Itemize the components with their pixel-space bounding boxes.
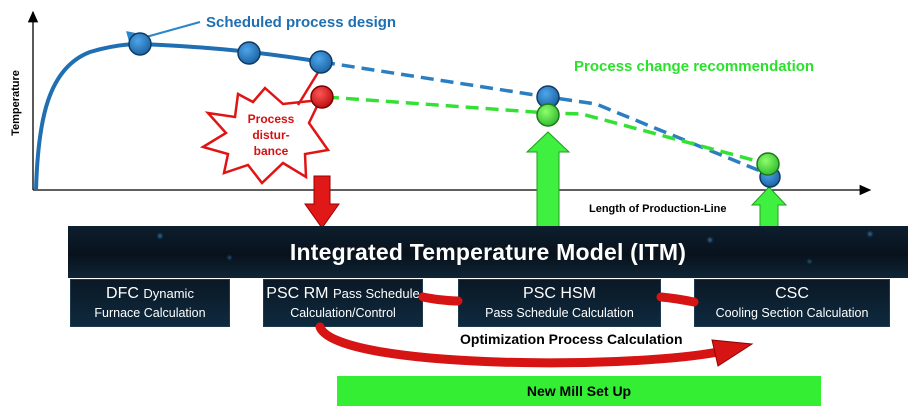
scheduled-pointer [126, 20, 201, 53]
module-dfc-inline: Dynamic [143, 286, 194, 301]
module-psc-hsm-desc: Pass Schedule Calculation [485, 306, 634, 320]
itm-title: Integrated Temperature Model (ITM) [289, 239, 687, 265]
temperature-chart: Temperature Length of Production-Line Sc… [10, 10, 872, 230]
module-dfc-desc: Furnace Calculation [94, 306, 206, 320]
module-psc-hsm-code: PSC HSM [523, 285, 596, 302]
disturbance-label-2: distur- [252, 128, 289, 142]
module-psc-hsm: PSC HSM Pass Schedule Calculation [458, 279, 661, 327]
csc-up-arrow [750, 186, 788, 230]
recommendation-label: Process change recommendation [574, 58, 814, 75]
module-dfc-code: DFC [106, 285, 139, 302]
itm-band: Integrated Temperature Model (ITM) [68, 226, 908, 278]
new-mill-setup-bar: New Mill Set Up [337, 376, 821, 406]
disturbance-burst [199, 86, 331, 185]
scheduled-dashed-curve [321, 60, 776, 179]
module-csc: CSC Cooling Section Calculation [694, 279, 890, 327]
scheduled-point-3 [309, 50, 333, 74]
optimization-label: Optimization Process Calculation [460, 331, 683, 347]
disturbance-label-3: bance [254, 144, 289, 158]
recommendation-point-1 [536, 103, 560, 127]
disturbance-point [310, 85, 334, 109]
recommendation-dashed-curve [325, 95, 769, 166]
scheduled-point-2 [237, 41, 261, 65]
scheduled-label: Scheduled process design [206, 14, 396, 31]
module-dfc: DFC Dynamic Furnace Calculation [70, 279, 230, 327]
optimization-loop-arrowhead [711, 339, 754, 367]
recommendation-point-2 [756, 152, 780, 176]
scheduled-point-1 [128, 32, 152, 56]
module-psc-rm-code: PSC RM [266, 285, 329, 302]
disturbance-label-1: Process [248, 112, 295, 126]
module-psc-rm: PSC RM Pass Schedule Calculation/Control [263, 279, 423, 327]
module-psc-rm-desc: Calculation/Control [290, 306, 396, 320]
x-axis-label: Length of Production-Line [589, 203, 726, 215]
disturbance-down-arrow [304, 175, 340, 229]
module-psc-rm-inline: Pass Schedule [332, 286, 420, 301]
psc-hsm-up-arrow [525, 131, 571, 230]
y-axis-label: Temperature [10, 70, 22, 136]
module-csc-code: CSC [775, 285, 809, 302]
module-csc-desc: Cooling Section Calculation [715, 306, 869, 320]
